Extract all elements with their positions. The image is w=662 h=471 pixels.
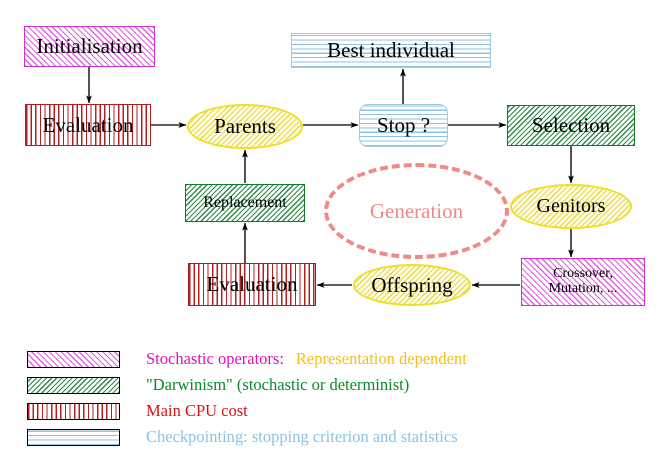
node-stop[interactable]: Stop ? (359, 104, 448, 147)
node-genitors[interactable]: Genitors (510, 184, 632, 229)
node-crossover-label: Crossover, (553, 266, 613, 282)
node-best-individual-label: Best individual (327, 38, 455, 63)
legend-label-darwinism: "Darwinism" (stochastic or determinist) (146, 375, 410, 394)
node-selection-label: Selection (531, 113, 611, 138)
node-genitors-label: Genitors (536, 195, 606, 217)
node-selection[interactable]: Selection (507, 105, 635, 146)
legend-row-darwinism: "Darwinism" (stochastic or determinist) (27, 375, 409, 395)
legend-label-main-cpu-cost: Main CPU cost (146, 401, 248, 420)
legend-label-representation-dependent: Representation dependent (295, 349, 467, 368)
legend-label-stochastic-operators: Stochastic operators: (146, 349, 284, 368)
legend-row-stochastic-operators: Stochastic operators: Representation dep… (27, 349, 467, 369)
node-parents[interactable]: Parents (187, 104, 303, 149)
legend-swatch-darwinism (27, 376, 120, 394)
node-stop-label: Stop ? (376, 113, 431, 138)
legend-row-main-cpu-cost: Main CPU cost (27, 401, 248, 421)
node-parents-label: Parents (214, 114, 276, 139)
node-evaluation-top[interactable]: Evaluation (25, 104, 151, 146)
node-mutation-label: Mutation, ... (548, 281, 618, 296)
node-replacement-label: Replacement (203, 193, 287, 211)
node-replacement[interactable]: Replacement (185, 184, 305, 222)
node-best-individual[interactable]: Best individual (291, 33, 491, 68)
node-evaluation-top-label: Evaluation (42, 112, 134, 137)
node-initialisation-label: Initialisation (36, 34, 143, 59)
generation-label: Generation (369, 198, 464, 223)
node-crossover-mutation[interactable]: Crossover, Mutation, ... (521, 258, 645, 306)
node-evaluation-bottom-label: Evaluation (206, 272, 298, 297)
legend-swatch-stochastic-operators (27, 350, 120, 368)
node-initialisation[interactable]: Initialisation (24, 26, 155, 67)
legend-label-checkpointing: Checkpointing: stopping criterion and st… (146, 427, 458, 446)
legend-swatch-checkpointing (27, 428, 120, 446)
node-evaluation-bottom[interactable]: Evaluation (188, 263, 316, 306)
node-offspring-label: Offspring (371, 272, 453, 297)
legend-row-checkpointing: Checkpointing: stopping criterion and st… (27, 427, 458, 447)
legend-swatch-main-cpu-cost (27, 402, 120, 420)
generation-ellipse: Generation (324, 163, 509, 259)
node-offspring[interactable]: Offspring (353, 264, 471, 306)
